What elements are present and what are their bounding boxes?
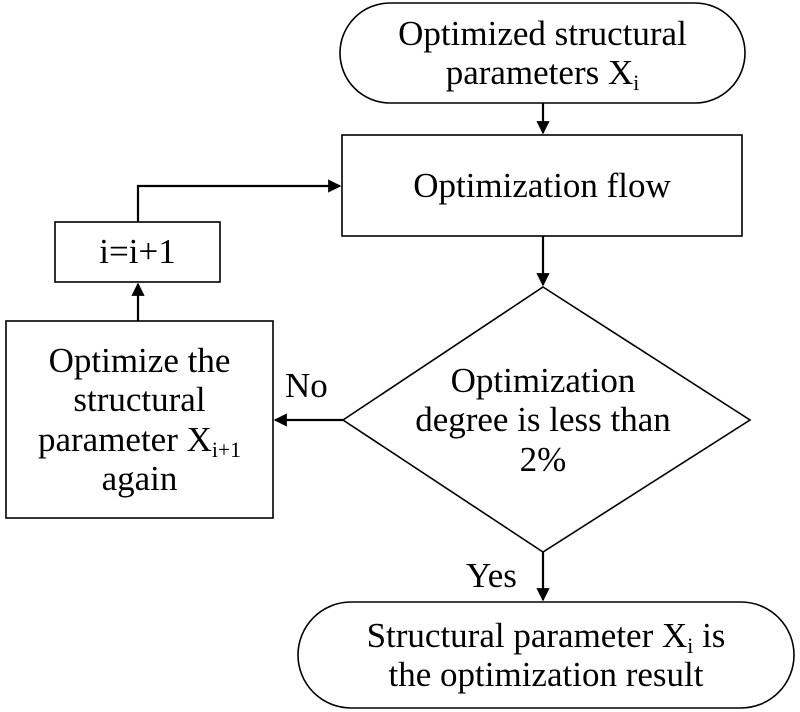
edge-increment-to-flow	[136, 179, 342, 222]
end-terminal-shape	[297, 601, 795, 709]
yes-edge-label: Yes	[466, 556, 517, 595]
reoptimize-process-shape	[5, 320, 274, 519]
flow-process-label: Optimization flow	[413, 165, 671, 205]
increment-process-label: i=i+1	[99, 232, 176, 272]
flow-process-shape	[341, 134, 743, 237]
no-edge-label: No	[285, 366, 328, 405]
decision-label: Optimization degree is less than 2%	[415, 361, 671, 479]
reoptimize-process-label: Optimize the structural parameter Xi+1 a…	[37, 341, 242, 498]
increment-process-shape	[54, 221, 221, 283]
end-terminal-label: Structural parameter Xi is the optimizat…	[366, 615, 726, 694]
start-terminal-label: Optimized structural parameters Xi	[398, 13, 687, 96]
